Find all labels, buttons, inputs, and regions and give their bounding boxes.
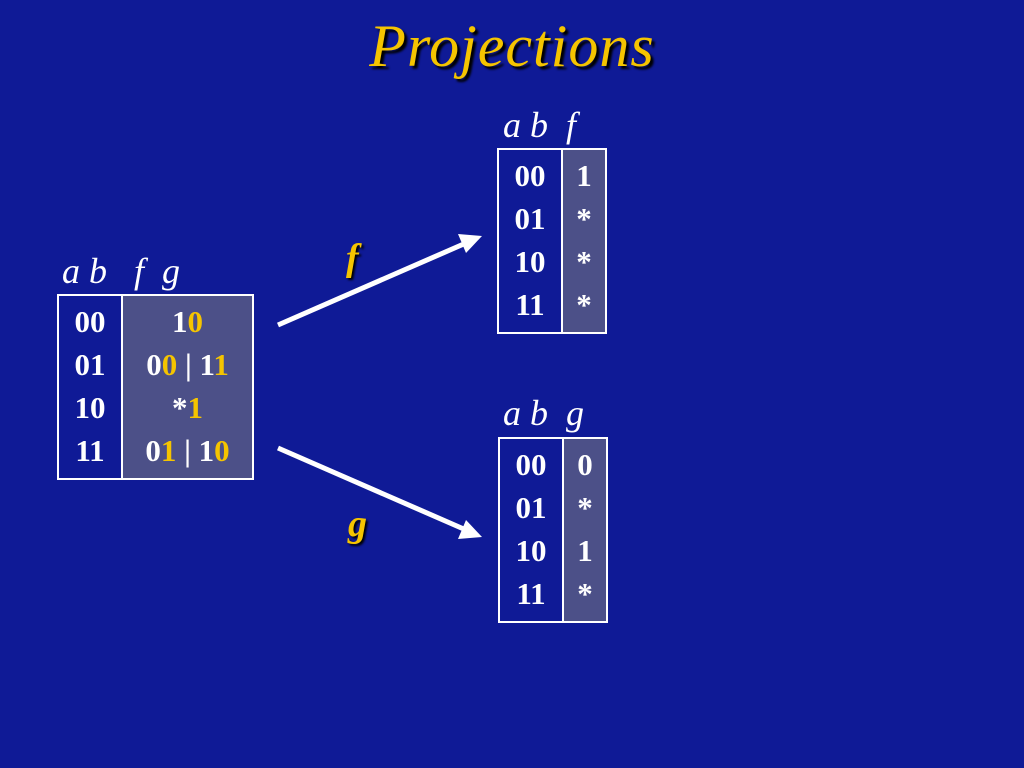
proj-g-output-row: * — [577, 576, 593, 611]
arrow-to-f-head — [458, 234, 482, 253]
source-output-segment: 1 — [199, 347, 214, 382]
proj-f-header: a b f — [503, 105, 577, 145]
proj-f-input-row: 01 — [514, 201, 546, 236]
proj-f-output-row: * — [576, 244, 592, 279]
proj-g-input-row: 10 — [515, 533, 547, 568]
source-table-header: a b f g — [62, 251, 181, 291]
proj-f-output-row: 1 — [576, 158, 592, 193]
proj-g-output-row: 0 — [577, 447, 593, 482]
proj-f-input-row: 11 — [515, 287, 545, 322]
proj-f-output-row: * — [576, 201, 592, 236]
proj-g-output-row: 1 — [577, 533, 593, 568]
source-output-row: 00 | 11 — [129, 343, 246, 386]
source-output-segment: 1 — [198, 433, 215, 468]
proj-g-inputs-column: 00 01 10 11 — [500, 439, 564, 621]
proj-g-table: 00 01 10 11 0 * 1 * — [498, 437, 608, 623]
proj-f-outputs-column: 1 * * * — [563, 150, 605, 332]
source-output-highlight: 1 — [213, 347, 229, 382]
proj-f-input-row: 00 — [514, 158, 546, 193]
proj-f-inputs-column: 00 01 10 11 — [499, 150, 563, 332]
source-input-row: 10 — [74, 390, 106, 425]
source-output-highlight: 0 — [214, 433, 230, 468]
proj-g-header: a b g — [503, 393, 584, 433]
arrow-label-g: g — [348, 503, 367, 545]
arrow-to-f — [277, 240, 467, 328]
source-output-highlight: 0 — [161, 347, 178, 382]
source-inputs-column: 00 01 10 11 — [59, 296, 123, 478]
source-output-segment: 0 — [145, 433, 161, 468]
source-output-row: *1 — [129, 386, 246, 429]
source-output-segment: | — [176, 433, 199, 468]
proj-g-input-row: 00 — [515, 447, 547, 482]
proj-f-table: 00 01 10 11 1 * * * — [497, 148, 607, 334]
source-output-row: 01 | 10 — [129, 429, 246, 472]
arrow-label-f: f — [346, 237, 359, 279]
slide-title: Projections — [369, 13, 655, 79]
source-input-row: 01 — [74, 347, 106, 382]
proj-g-input-row: 01 — [515, 490, 547, 525]
source-output-segment: | — [177, 347, 200, 382]
source-output-segment: 0 — [146, 347, 162, 382]
proj-g-output-row: * — [577, 490, 593, 525]
source-output-highlight: 1 — [187, 390, 204, 425]
arrow-to-g — [277, 445, 467, 533]
source-output-highlight: 0 — [187, 304, 204, 339]
proj-f-output-row: * — [576, 287, 592, 322]
source-input-row: 00 — [74, 304, 106, 339]
source-output-highlight: 1 — [160, 433, 177, 468]
source-input-row: 11 — [75, 433, 105, 468]
proj-g-input-row: 11 — [516, 576, 546, 611]
arrow-to-g-head — [458, 520, 482, 539]
proj-f-input-row: 10 — [514, 244, 546, 279]
source-output-row: 10 — [129, 300, 246, 343]
source-output-segment: * — [172, 390, 188, 425]
proj-g-outputs-column: 0 * 1 * — [564, 439, 606, 621]
source-output-segment: 1 — [172, 304, 188, 339]
